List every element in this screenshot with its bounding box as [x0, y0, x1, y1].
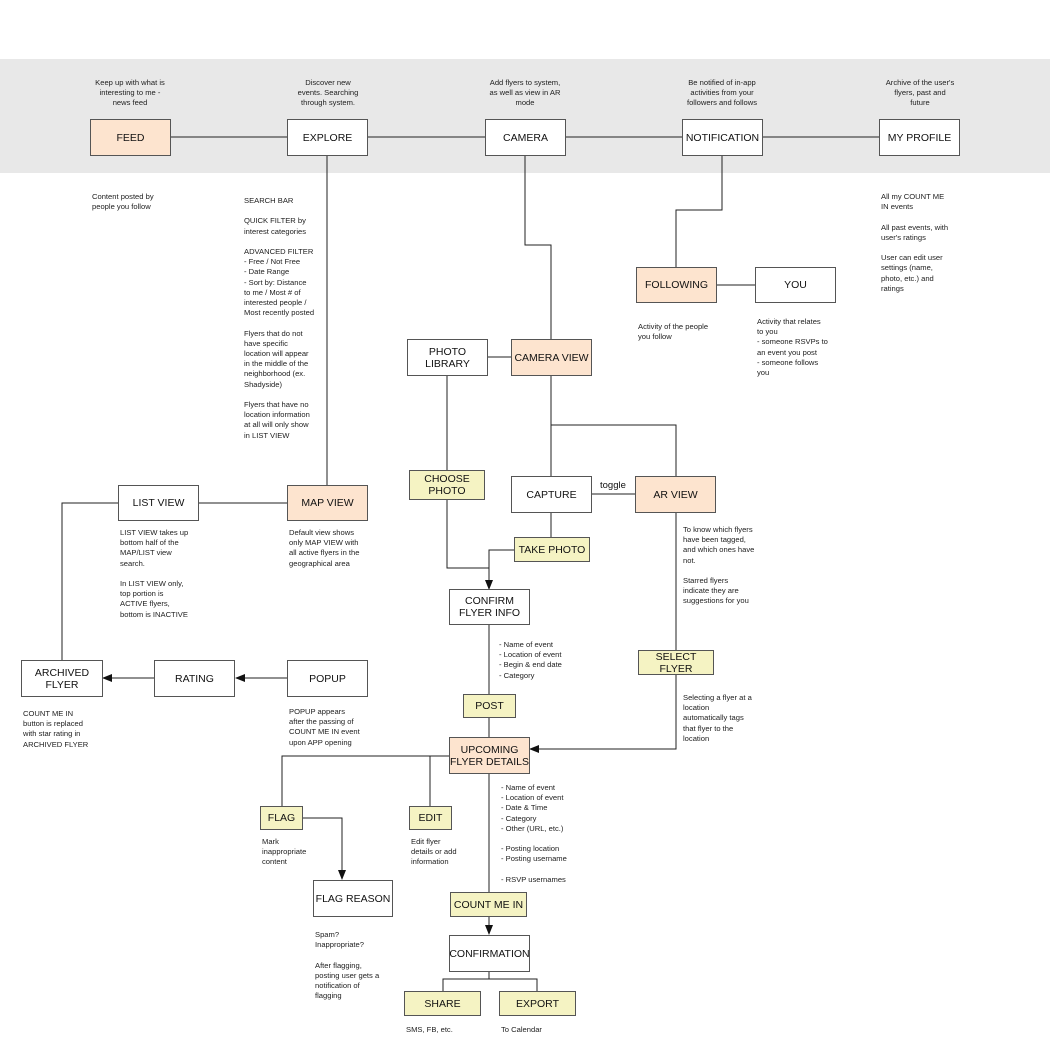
take-photo-box[interactable]: TAKE PHOTO — [514, 537, 590, 562]
camera-view-box[interactable]: CAMERA VIEW — [511, 339, 592, 376]
export-box[interactable]: EXPORT — [499, 991, 576, 1016]
notification-to-following-connector — [675, 156, 723, 267]
select-flyer-details-note: Selecting a flyer at a location automati… — [683, 693, 752, 743]
upcoming-flyer-details-box[interactable]: UPCOMING FLYER DETAILS — [449, 737, 530, 774]
upcoming-to-flag-connector — [281, 755, 449, 806]
profile-description: Archive of the user's flyers, past and f… — [885, 78, 955, 108]
explore-box[interactable]: EXPLORE — [287, 119, 368, 156]
camera-description: Add flyers to system, as well as view in… — [489, 78, 561, 108]
take-photo-to-confirm-connector — [485, 549, 514, 590]
choose-photo-box[interactable]: CHOOSE PHOTO — [409, 470, 485, 500]
following-box[interactable]: FOLLOWING — [636, 267, 717, 303]
feed-description: Keep up with what is interesting to me -… — [95, 78, 165, 108]
following-details-note: Activity of the people you follow — [638, 322, 709, 342]
popup-details-note: POPUP appears after the passing of COUNT… — [289, 707, 360, 747]
you-box[interactable]: YOU — [755, 267, 836, 303]
my-profile-box[interactable]: MY PROFILE — [879, 119, 960, 156]
list-to-archived-connector — [61, 502, 119, 660]
flag-reason-details-note: Spam? Inappropriate? After flagging, pos… — [315, 930, 380, 1001]
photo-library-box[interactable]: PHOTO LIBRARY — [407, 339, 488, 376]
notification-box[interactable]: NOTIFICATION — [682, 119, 763, 156]
map-view-box[interactable]: MAP VIEW — [287, 485, 368, 521]
confirmation-to-share-connector — [442, 972, 490, 991]
choose-to-confirm-connector — [446, 500, 489, 569]
camera-box[interactable]: CAMERA — [485, 119, 566, 156]
camera-view-to-ar-connector — [550, 376, 677, 476]
camera-to-camera-view-connector — [524, 156, 552, 339]
export-details-note: To Calendar — [501, 1025, 542, 1034]
confirm-flyer-info-box[interactable]: CONFIRM FLYER INFO — [449, 589, 530, 625]
confirm-details-note: - Name of event - Location of event - Be… — [499, 640, 562, 680]
capture-box[interactable]: CAPTURE — [511, 476, 592, 513]
feed-box[interactable]: FEED — [90, 119, 171, 156]
flag-details-note: Mark inappropriate content — [262, 837, 307, 867]
feed-content-note: Content posted by people you follow — [92, 192, 154, 212]
select-to-upcoming-connector — [529, 675, 677, 753]
explore-details-note: SEARCH BAR QUICK FILTER by interest cate… — [244, 196, 315, 440]
rating-box[interactable]: RATING — [154, 660, 235, 697]
confirmation-to-export-connector — [489, 978, 538, 991]
archived-details-note: COUNT ME IN button is replaced with star… — [23, 709, 89, 749]
popup-box[interactable]: POPUP — [287, 660, 368, 697]
you-details-note: Activity that relates to you - someone R… — [757, 317, 828, 378]
toggle-label: toggle — [600, 480, 626, 491]
flag-box[interactable]: FLAG — [260, 806, 303, 830]
select-flyer-box[interactable]: SELECT FLYER — [638, 650, 714, 675]
share-box[interactable]: SHARE — [404, 991, 481, 1016]
ar-view-details-note: To know which flyers have been tagged, a… — [683, 525, 755, 606]
list-view-box[interactable]: LIST VIEW — [118, 485, 199, 521]
upcoming-details-note: - Name of event - Location of event - Da… — [501, 783, 567, 884]
archived-flyer-box[interactable]: ARCHIVED FLYER — [21, 660, 103, 697]
list-view-details-note: LIST VIEW takes up bottom half of the MA… — [120, 528, 189, 619]
notification-description: Be notified of in-app activities from yo… — [686, 78, 758, 108]
post-box[interactable]: POST — [463, 694, 516, 718]
map-view-details-note: Default view shows only MAP VIEW with al… — [289, 528, 360, 568]
count-me-in-box[interactable]: COUNT ME IN — [450, 892, 527, 917]
flag-to-reason-connector — [302, 817, 346, 880]
edit-details-note: Edit flyer details or add information — [411, 837, 457, 867]
ar-view-box[interactable]: AR VIEW — [635, 476, 716, 513]
explore-description: Discover new events. Searching through s… — [297, 78, 359, 108]
flag-reason-box[interactable]: FLAG REASON — [313, 880, 393, 917]
profile-details-note: All my COUNT ME IN events All past event… — [881, 192, 949, 293]
share-details-note: SMS, FB, etc. — [406, 1025, 453, 1034]
edit-box[interactable]: EDIT — [409, 806, 452, 830]
confirmation-box[interactable]: CONFIRMATION — [449, 935, 530, 972]
